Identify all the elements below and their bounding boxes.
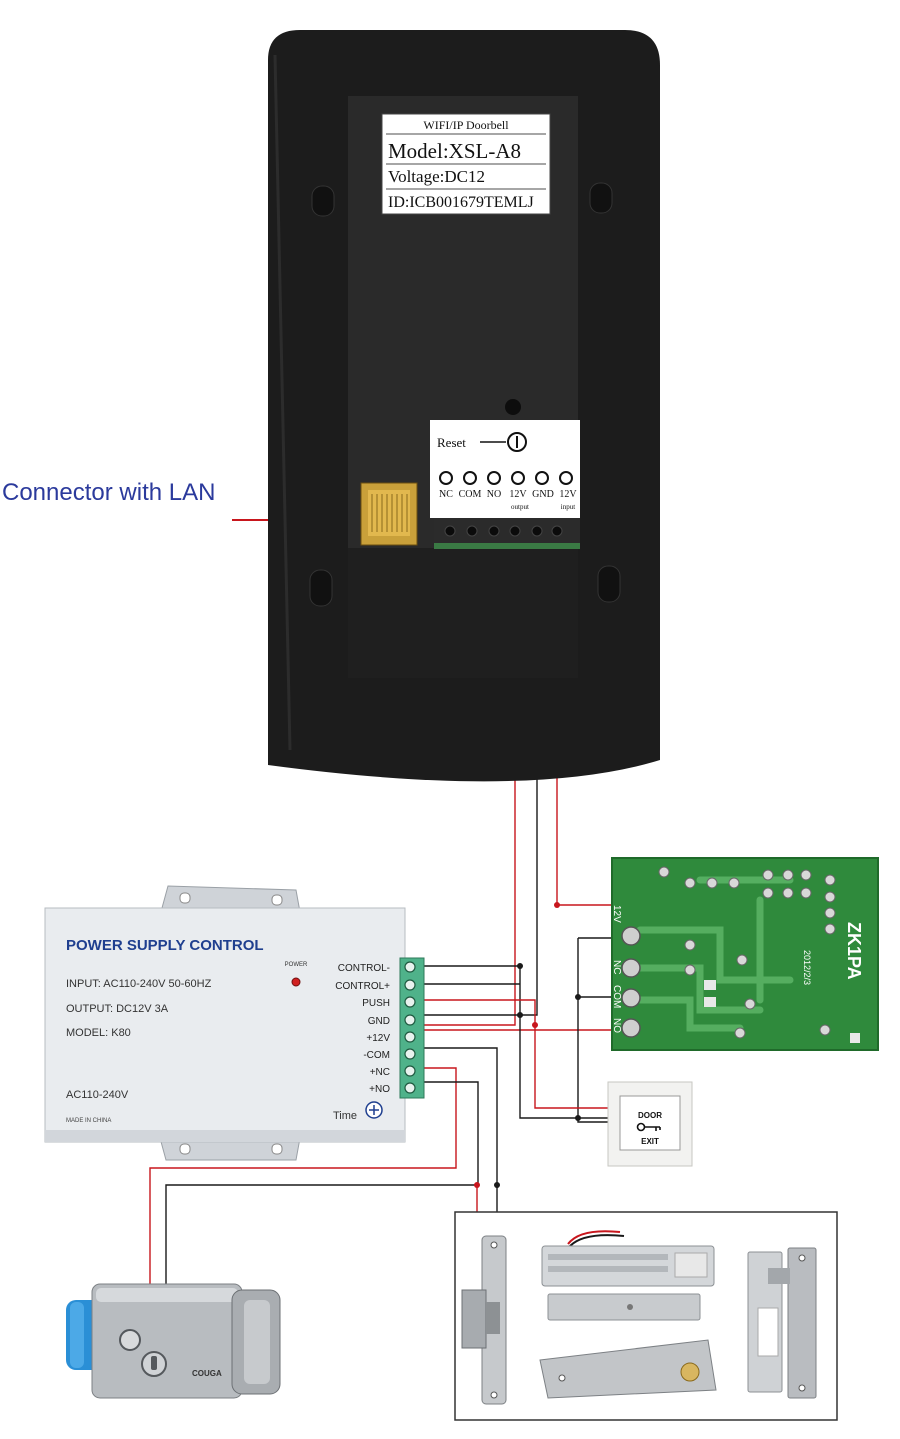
screw-icon <box>621 926 641 946</box>
doorbell-housing-edge <box>273 54 292 751</box>
exit-button[interactable] <box>619 1095 681 1151</box>
psu-ac-label: AC110-240V <box>66 1089 129 1101</box>
mounting-slot <box>311 185 335 217</box>
psu-terminal-label: -COM <box>363 1050 390 1061</box>
mounting-slot <box>589 182 613 214</box>
wire-black-control-minus <box>422 965 608 1119</box>
psu-output: OUTPUT: DC12V 3A <box>66 1003 169 1015</box>
terminal-label: COM <box>459 489 482 500</box>
psu-power-label: POWER <box>285 962 308 968</box>
relay-pin-label: COM <box>611 985 622 1008</box>
mounting-slot <box>597 565 621 603</box>
psu-terminal-label: CONTROL- <box>338 963 390 974</box>
product-label-voltage: Voltage:DC12 <box>388 167 485 186</box>
junction-dot <box>517 1012 523 1018</box>
screw-icon <box>487 471 501 485</box>
drop-bolt-lock <box>539 1339 717 1399</box>
wire-red-psu-nc <box>149 1067 457 1290</box>
key-icon <box>636 1122 661 1132</box>
terminal-label: 12V <box>559 489 577 500</box>
electric-rim-lock: COUGA <box>66 1283 281 1399</box>
relay-pin-label: NO <box>611 1018 622 1033</box>
terminal-sublabel-output: output <box>511 503 529 511</box>
terminal-label: NC <box>439 489 453 500</box>
lock-brand: COUGA <box>192 1369 222 1378</box>
junction-dot <box>575 994 581 1000</box>
psu-terminal-label: PUSH <box>362 998 390 1009</box>
terminal-label: 12V <box>509 489 527 500</box>
reset-label: Reset <box>437 435 466 450</box>
psu-time-label: Time <box>333 1110 357 1122</box>
power-supply-unit: POWER SUPPLY CONTROL INPUT: AC110-240V 5… <box>44 885 425 1161</box>
lock-button-icon <box>119 1329 141 1351</box>
power-led-icon <box>291 977 301 987</box>
screw-icon <box>404 1048 416 1060</box>
screw-icon <box>404 979 416 991</box>
junction-dot <box>554 902 560 908</box>
relay-pin-label: NC <box>611 960 622 974</box>
product-label-header: WIFI/IP Doorbell <box>423 118 509 132</box>
junction-dot <box>575 1115 581 1121</box>
screw-icon <box>559 471 573 485</box>
screw-icon <box>535 471 549 485</box>
terminal-screws <box>439 471 573 485</box>
psu-terminal-label: CONTROL+ <box>335 981 390 992</box>
psu-title: POWER SUPPLY CONTROL <box>66 937 264 954</box>
junction-dot <box>517 963 523 969</box>
junction-dot <box>494 1182 500 1188</box>
psu-terminal-block <box>399 957 425 1099</box>
screw-icon <box>511 471 525 485</box>
screw-icon <box>404 996 416 1008</box>
screw-icon <box>404 1031 416 1043</box>
psu-terminal-label: +NC <box>370 1067 390 1078</box>
exit-button-unit: DOOR EXIT <box>607 1081 693 1167</box>
screw-icon <box>404 961 416 973</box>
relay-pcb <box>612 858 878 1050</box>
terminal-sublabel-input: input <box>561 503 575 511</box>
relay-board-name: ZK1PA <box>844 922 864 980</box>
screw-icon <box>621 958 641 978</box>
doorbell-back-recess <box>348 548 578 678</box>
screw-icon <box>621 1018 641 1038</box>
product-label-model: Model:XSL-A8 <box>388 139 521 163</box>
doorbell-unit: WIFI/IP Doorbell Model:XSL-A8 Voltage:DC… <box>268 30 660 782</box>
psu-made-in: MADE IN CHINA <box>66 1118 111 1124</box>
psu-terminal-label: +12V <box>366 1033 390 1044</box>
psu-terminal-label: GND <box>368 1016 390 1027</box>
bolt-lock <box>747 1247 817 1399</box>
electric-strike <box>461 1235 507 1405</box>
mounting-slot <box>309 569 333 607</box>
psu-model: MODEL: K80 <box>66 1027 131 1039</box>
junction-dots <box>474 902 560 1188</box>
lock-options-panel <box>454 1211 838 1421</box>
screw-icon <box>404 1082 416 1094</box>
wire-red-push <box>422 999 608 1109</box>
psu-terminal-label: +NO <box>369 1084 390 1095</box>
psu-input: INPUT: AC110-240V 50-60HZ <box>66 978 212 990</box>
junction-dot <box>474 1182 480 1188</box>
terminal-label: GND <box>532 489 554 500</box>
mic-hole <box>505 399 521 415</box>
exit-button-exit-label: EXIT <box>641 1137 659 1146</box>
product-label-id: ID:ICB001679TEMLJ <box>388 194 534 211</box>
junction-dot <box>532 1022 538 1028</box>
screw-icon <box>439 471 453 485</box>
wire-black-psu-com-lock <box>422 1047 498 1188</box>
relay-board-date: 2012/2/3 <box>802 950 812 985</box>
lan-connector-callout: Connector with LAN <box>2 479 215 506</box>
screw-icon <box>404 1065 416 1077</box>
screw-icon <box>463 471 477 485</box>
magnetic-lock <box>541 1230 715 1321</box>
exit-button-door-label: DOOR <box>638 1111 662 1120</box>
relay-pin-label: 12V <box>611 905 622 923</box>
psu-body <box>44 907 406 1143</box>
relay-board: 12V NC COM NO ZK1PA 2012/2/3 <box>611 857 879 1051</box>
terminal-card <box>430 420 580 518</box>
screw-icon <box>621 988 641 1008</box>
terminal-label: NO <box>487 489 501 500</box>
screw-icon <box>404 1014 416 1026</box>
